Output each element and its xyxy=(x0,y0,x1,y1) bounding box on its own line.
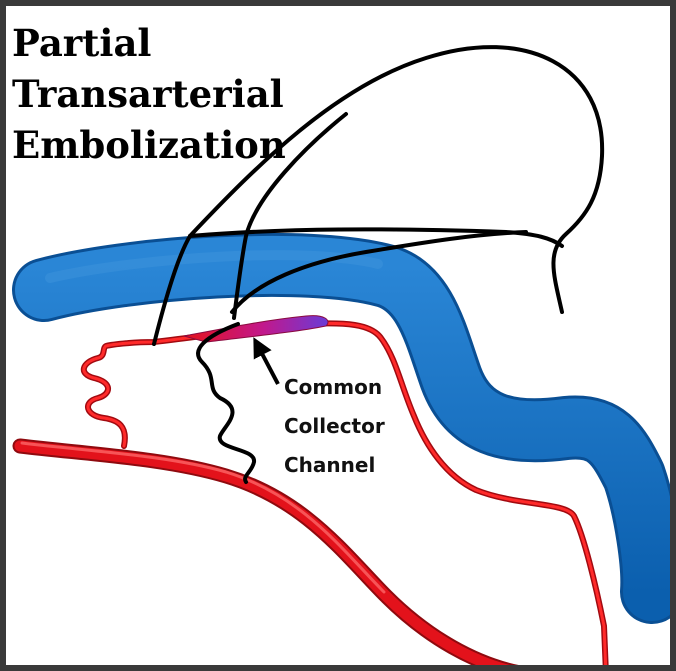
draining-vein xyxy=(12,232,670,624)
title-line-1: Partial xyxy=(12,21,152,65)
diagram-title: Partial Transarterial Embolization xyxy=(12,18,286,171)
label-line-2: Collector xyxy=(284,414,385,438)
label-line-1: Common xyxy=(284,375,383,399)
main-artery xyxy=(12,438,519,665)
label-line-3: Channel xyxy=(284,453,376,477)
black-outline-vessels xyxy=(152,45,605,484)
collector-channel-label: Common Collector Channel xyxy=(284,368,385,485)
annotation-arrow xyxy=(253,337,280,385)
embolized-collector-channel xyxy=(183,315,329,343)
title-line-3: Embolization xyxy=(12,123,286,167)
title-line-2: Transarterial xyxy=(12,72,284,116)
vascular-diagram xyxy=(12,45,670,665)
